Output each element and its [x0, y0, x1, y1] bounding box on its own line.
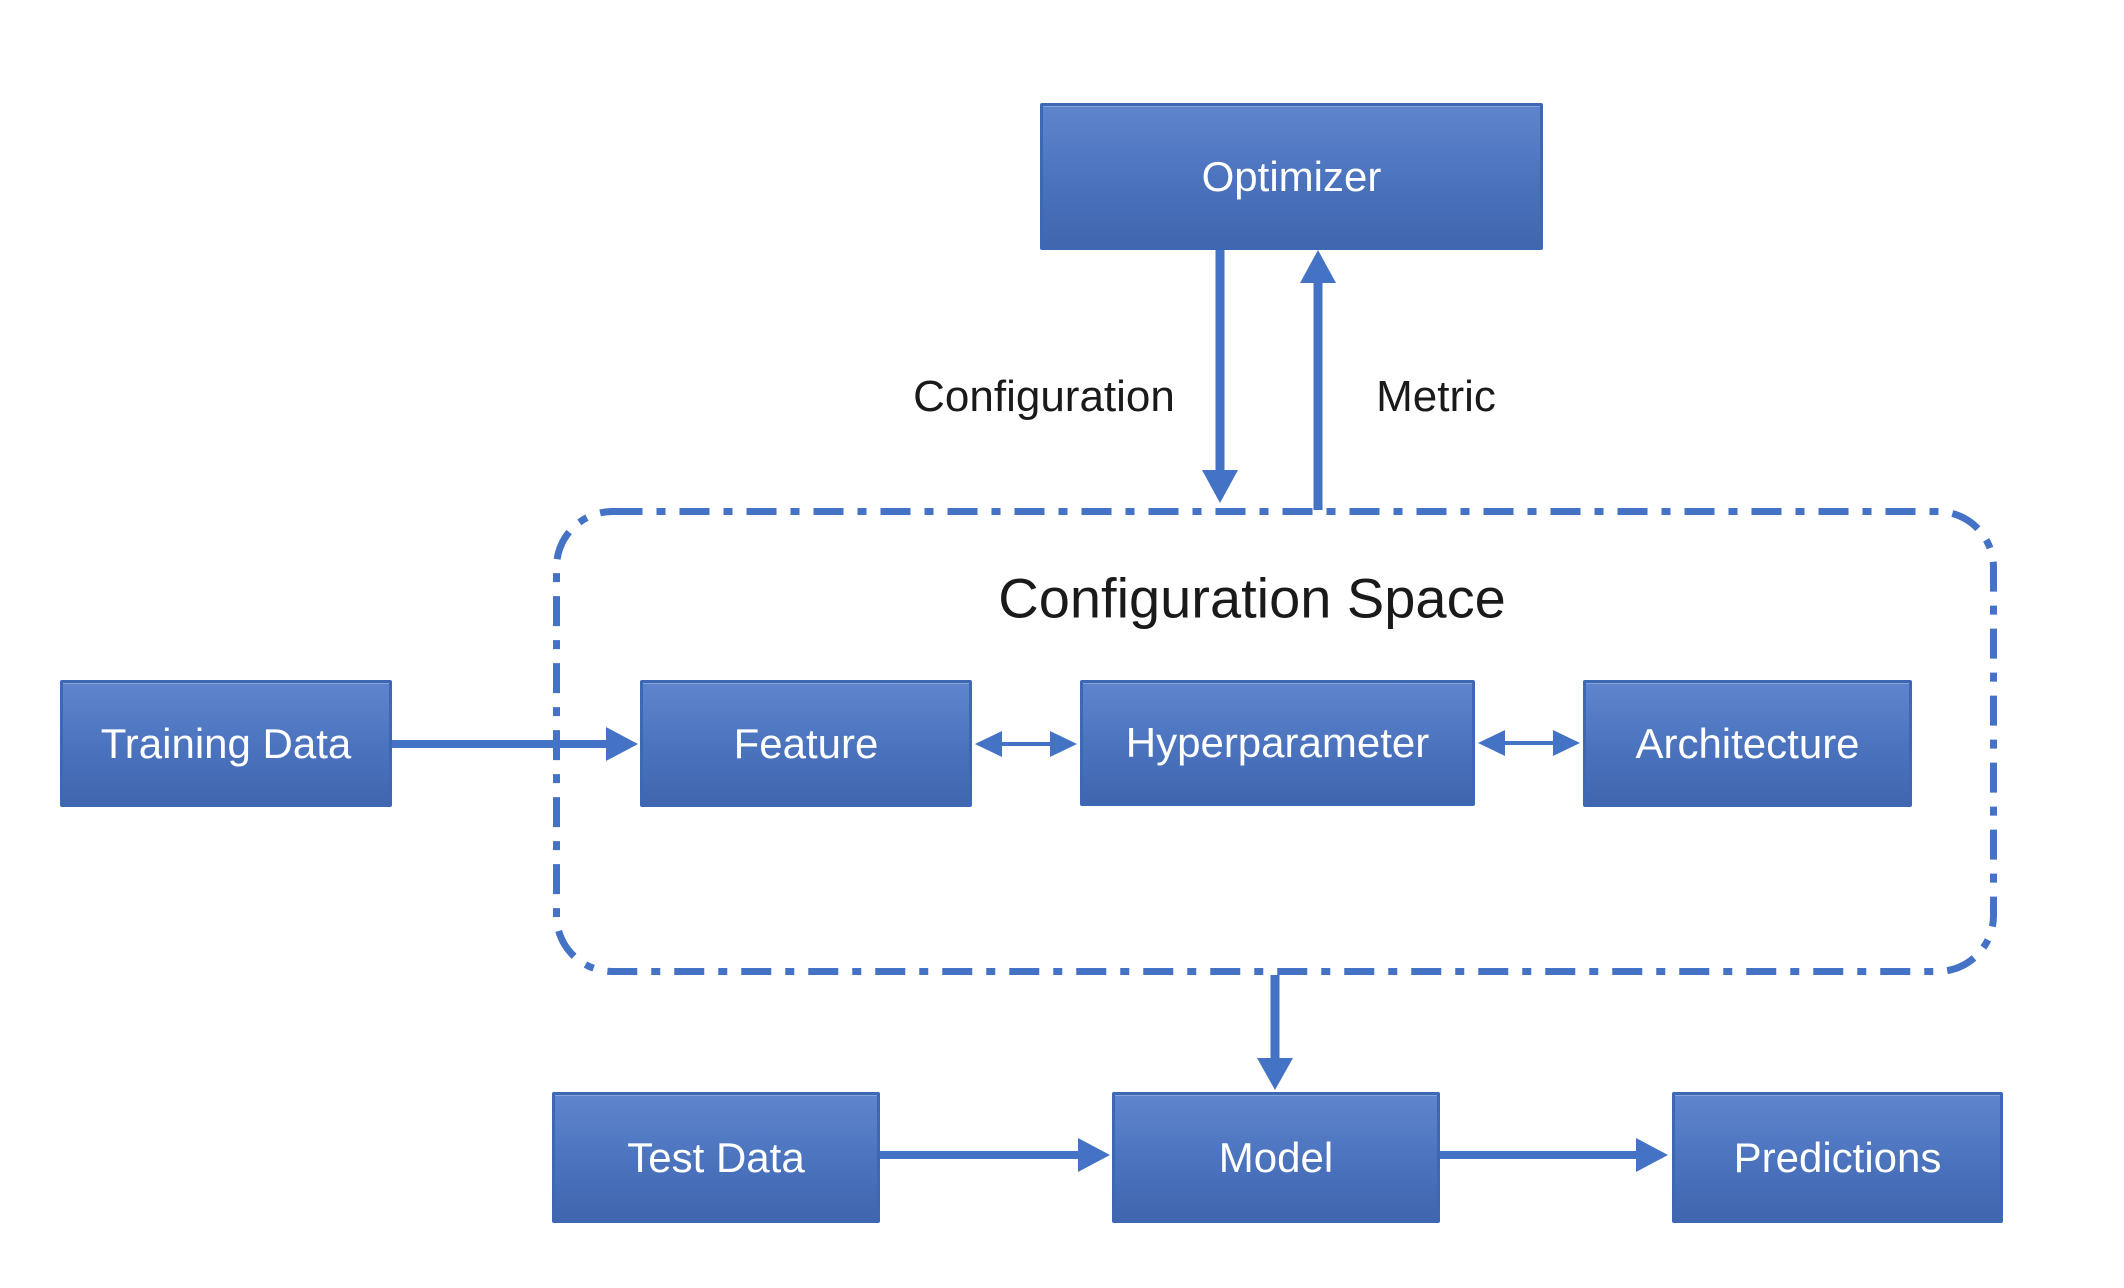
configuration-edge-label: Configuration	[913, 372, 1175, 421]
model-to-predictions-arrow	[1440, 1138, 1668, 1172]
node-test-data-label: Test Data	[627, 1133, 805, 1181]
node-model-label: Model	[1218, 1133, 1334, 1181]
node-optimizer: Optimizer	[1040, 103, 1543, 250]
node-predictions-label: Predictions	[1733, 1133, 1942, 1181]
metric-edge-label: Metric	[1376, 372, 1496, 421]
hyperparameter-architecture-arrow	[1478, 730, 1580, 756]
configuration-space-title: Configuration Space	[998, 566, 1506, 630]
test-data-arrow	[880, 1138, 1110, 1172]
node-model: Model	[1112, 1092, 1440, 1223]
configuration-arrow	[1202, 250, 1238, 503]
node-test-data: Test Data	[552, 1092, 880, 1223]
metric-arrow	[1300, 250, 1336, 510]
space-to-model-arrow	[1257, 975, 1293, 1090]
node-hyperparameter-label: Hyperparameter	[1125, 719, 1430, 766]
node-training-data-label: Training Data	[100, 719, 352, 767]
node-hyperparameter: Hyperparameter	[1080, 680, 1475, 806]
node-optimizer-label: Optimizer	[1201, 152, 1382, 200]
node-feature: Feature	[640, 680, 972, 807]
node-training-data: Training Data	[60, 680, 392, 807]
node-predictions: Predictions	[1672, 1092, 2003, 1223]
training-data-arrow	[392, 727, 638, 761]
node-feature-label: Feature	[733, 719, 879, 767]
node-architecture-label: Architecture	[1635, 719, 1860, 767]
feature-hyperparameter-arrow	[975, 731, 1077, 757]
node-architecture: Architecture	[1583, 680, 1912, 807]
